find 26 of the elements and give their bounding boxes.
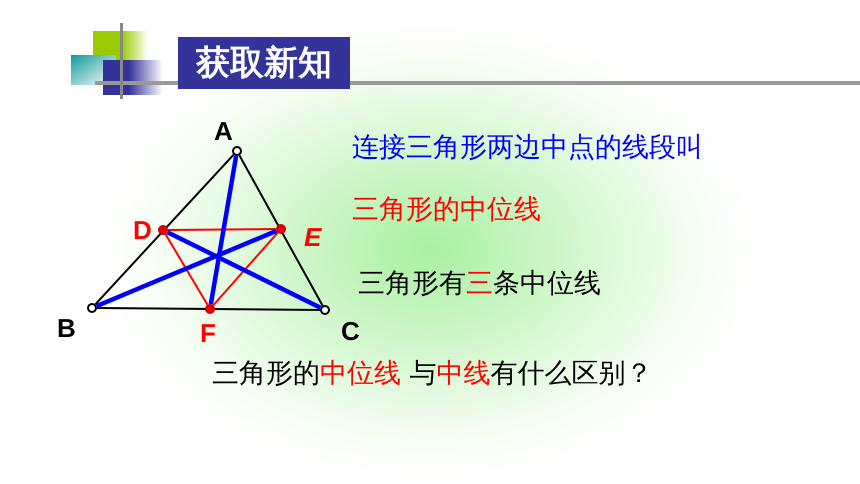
vertex-label: F — [200, 320, 216, 346]
vertex-point — [158, 225, 168, 235]
statement-text: 三角形的中位线 — [352, 194, 541, 226]
triangle-side — [238, 154, 324, 306]
median-line — [208, 156, 238, 304]
vertex-point — [205, 304, 215, 314]
midline-segment — [212, 232, 278, 306]
midline-segment — [164, 234, 208, 306]
triangle-side — [94, 154, 234, 305]
title: 获取新知 — [178, 37, 350, 89]
statement-text: 三角形的中位线 与中线有什么区别？ — [212, 358, 653, 390]
vertex-label: E — [304, 224, 322, 250]
median-line — [166, 230, 322, 310]
midline-segment — [168, 228, 276, 231]
vertex-point — [320, 305, 330, 315]
vertex-point — [87, 303, 97, 313]
triangle-side — [97, 307, 320, 311]
vertex-point — [232, 146, 242, 156]
vertex-label: A — [214, 118, 233, 144]
vertex-label: D — [133, 217, 152, 243]
statement-text: 连接三角形两边中点的线段叫 — [352, 132, 703, 164]
vertex-label: B — [57, 315, 76, 341]
vertex-label: C — [341, 318, 360, 344]
statement-text: 三角形有三条中位线 — [358, 268, 601, 300]
vertex-point — [276, 224, 286, 234]
median-line — [96, 228, 278, 308]
